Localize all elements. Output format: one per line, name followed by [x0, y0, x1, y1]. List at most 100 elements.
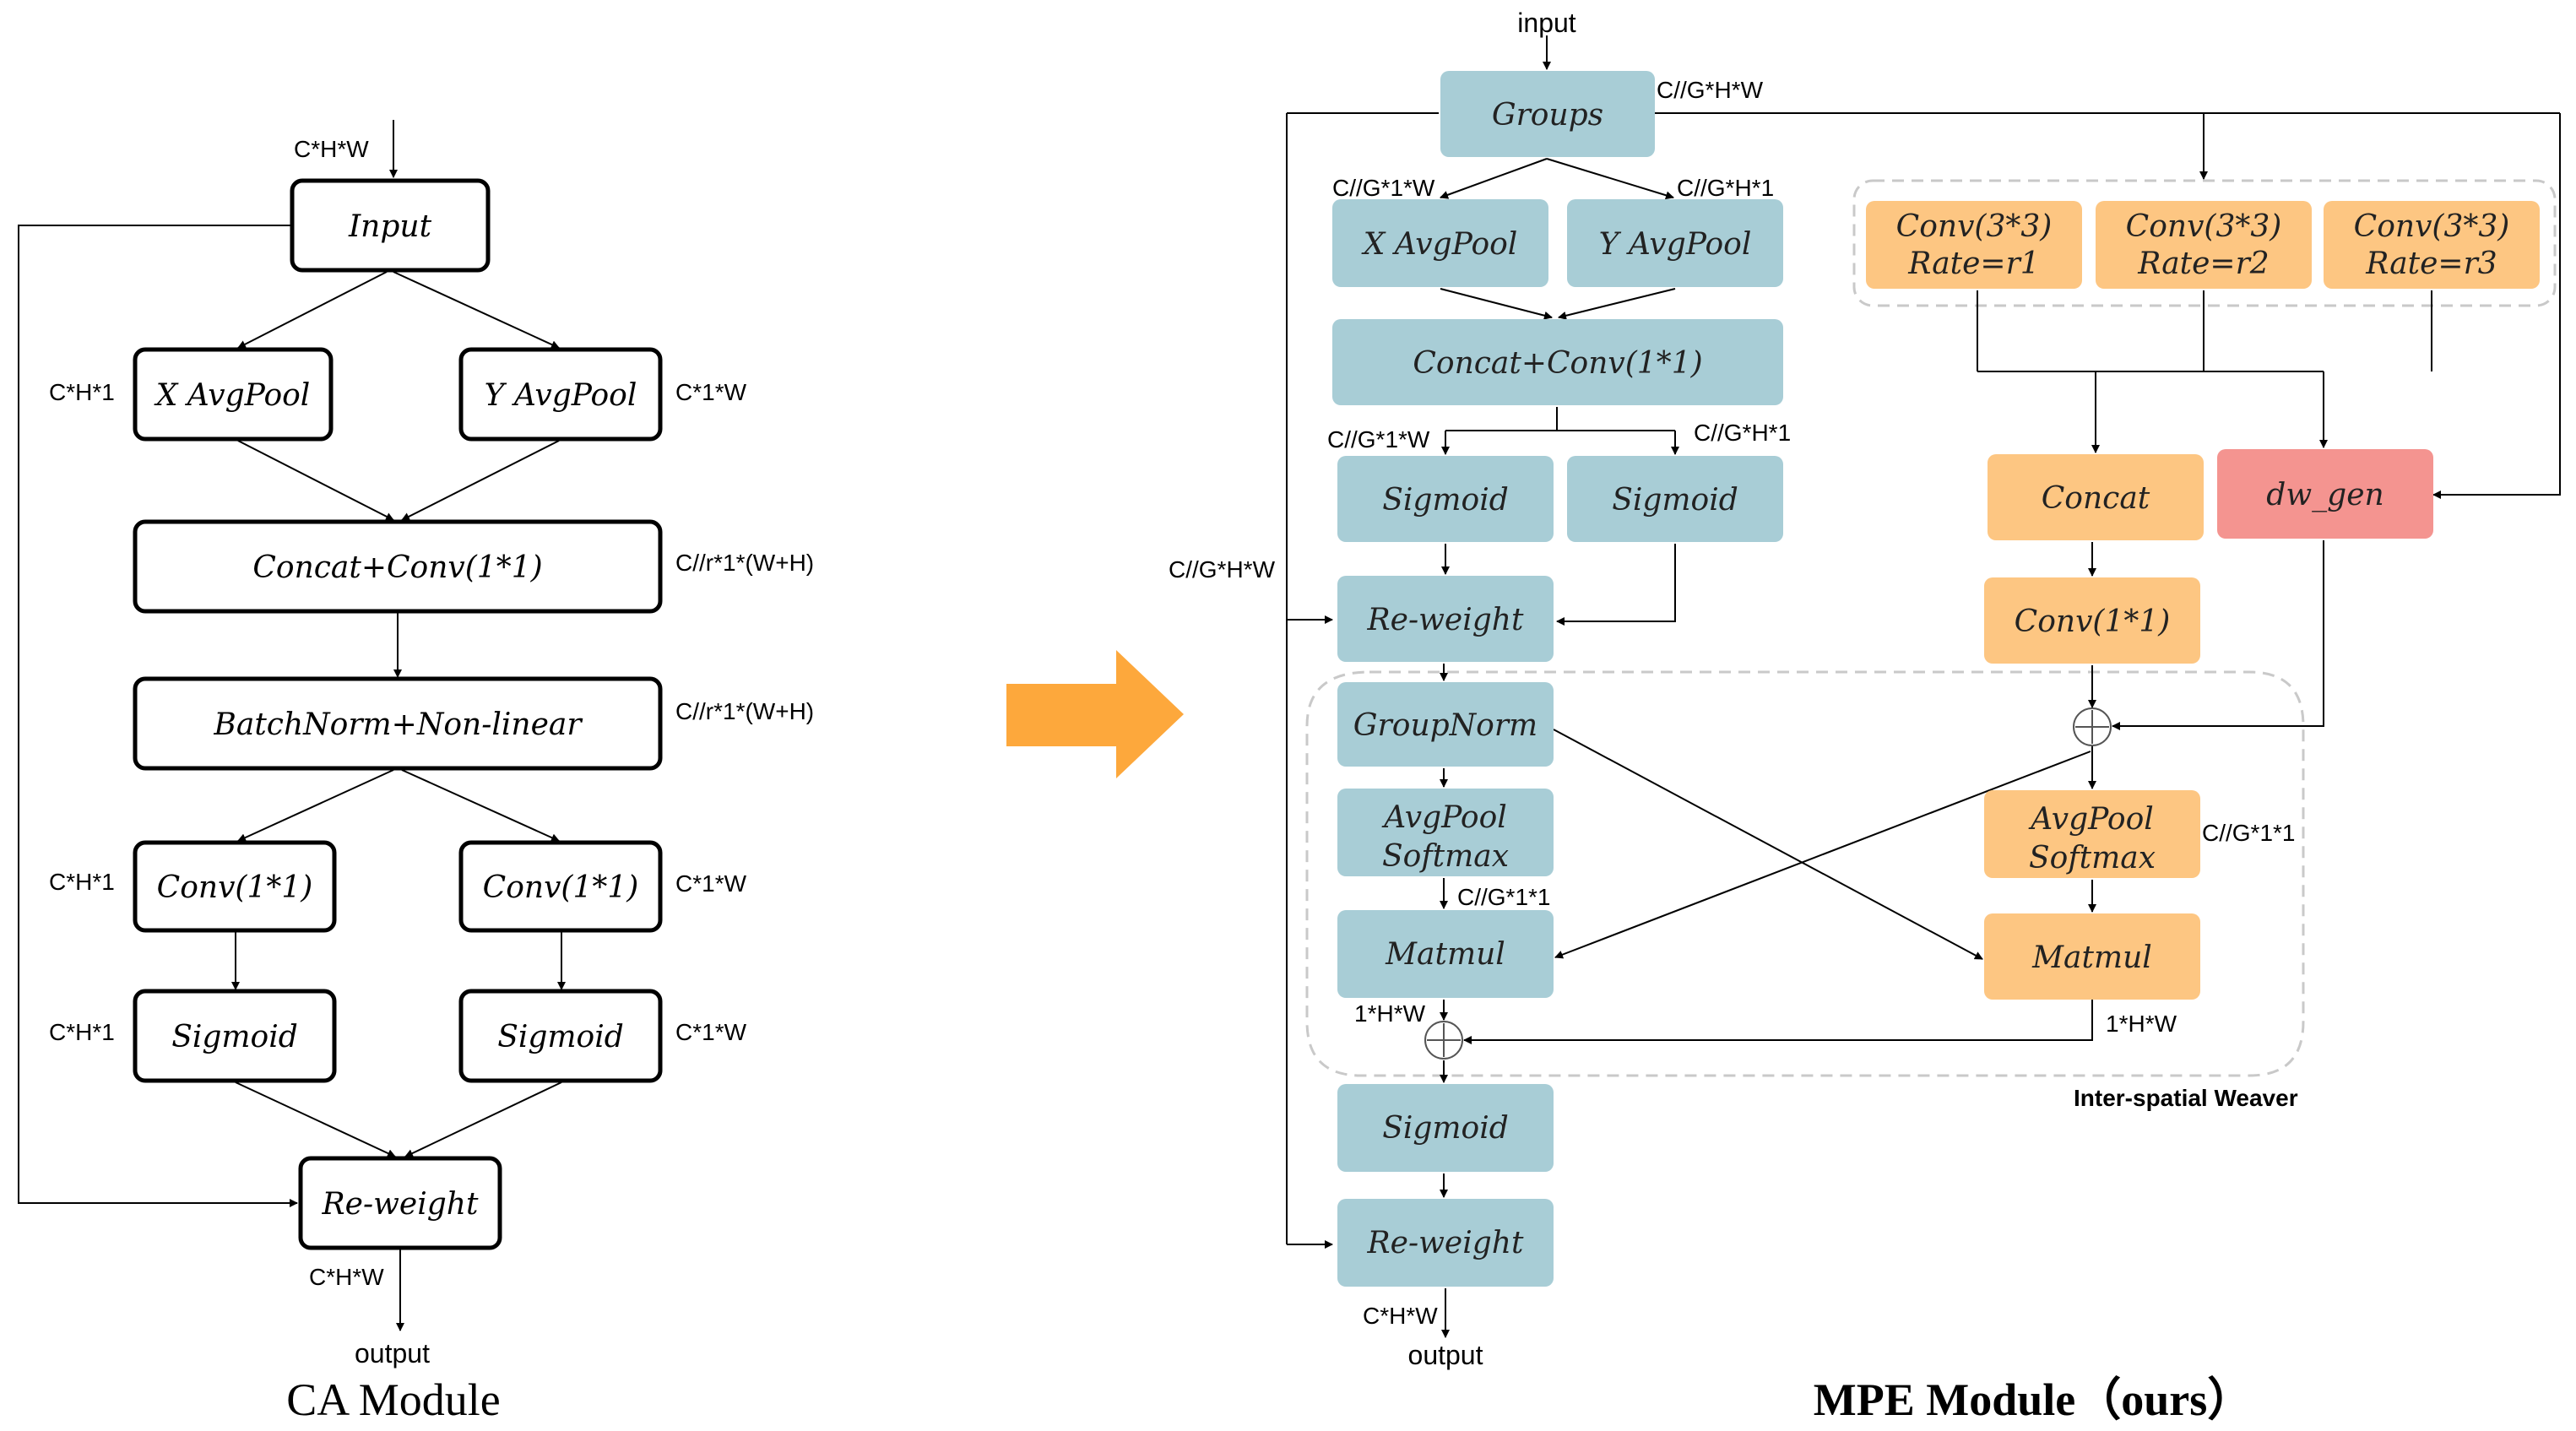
mpe-x-avgpool-box	[1332, 199, 1548, 287]
ca-conv-left-label: Conv(1*1)	[157, 870, 313, 905]
mpe-groups-label: Groups	[1492, 98, 1603, 133]
ca-conv-left-box	[133, 840, 337, 933]
mpe-avgpool-softmax-left-box	[1337, 789, 1554, 876]
ca-dim-sig-right: C*1*W	[675, 1019, 747, 1045]
mpe-dim-output: C*H*W	[1363, 1303, 1438, 1329]
mpe-conv-r1-label-1: Conv(3*3)	[1896, 209, 2053, 244]
mpe-sigmoid-left-box	[1337, 456, 1554, 542]
mpe-dim-gx: C//G*1*W	[1332, 175, 1435, 201]
mpe-dw-gen-box	[2217, 449, 2433, 539]
mpe-conv-r1-label-2: Rate=r1	[1907, 247, 2039, 281]
ca-dimension-labels: C*H*W C*H*1 C*1*W C//r*1*(W+H) C//r*1*(W…	[49, 136, 814, 1369]
ca-dim-x: C*H*1	[49, 379, 115, 405]
mpe-sigmoid-right-label: Sigmoid	[1612, 483, 1738, 518]
ca-input-box	[290, 178, 491, 273]
ca-dim-conv-right: C*1*W	[675, 870, 747, 897]
ca-concat-conv-label: Concat+Conv(1*1)	[252, 550, 542, 585]
ca-sigmoid-right-box	[458, 989, 663, 1083]
mpe-dim-ml: 1*H*W	[1354, 1000, 1426, 1027]
add-circle-icon	[2073, 707, 2112, 746]
mpe-conv-r3-label-1: Conv(3*3)	[2354, 209, 2510, 244]
mpe-avgpool-left-label: AvgPool	[1381, 800, 1507, 835]
mpe-boxes	[1332, 71, 2540, 1287]
mpe-reweight1-label: Re-weight	[1367, 603, 1524, 637]
mpe-dimension-labels: input C//G*H*W C//G*1*W C//G*H*1 C//G*1*…	[1169, 8, 2298, 1370]
mpe-reweight1-box	[1337, 576, 1554, 662]
mpe-matmul-left-box	[1337, 910, 1554, 998]
mpe-matmul-left-label: Matmul	[1385, 937, 1505, 972]
ca-sigmoid-left-box	[133, 989, 337, 1083]
mpe-reweight2-label: Re-weight	[1367, 1226, 1524, 1260]
ca-boxes	[133, 178, 663, 1250]
mpe-concat-label: Concat	[2042, 481, 2150, 516]
mpe-avgpool-softmax-right-box	[1984, 790, 2200, 878]
mpe-sigmoid2-box	[1337, 1084, 1554, 1172]
mpe-sigmoid-right-box	[1567, 456, 1783, 542]
ca-conv-right-label: Conv(1*1)	[483, 870, 639, 905]
ca-batchnorm-label: BatchNorm+Non-linear	[213, 707, 583, 742]
mpe-avgpool-right-label: AvgPool	[2028, 802, 2154, 837]
mpe-conv-r3-label-2: Rate=r3	[2365, 247, 2497, 281]
add-circle-icon	[1424, 1021, 1463, 1060]
ca-output-label: output	[355, 1338, 430, 1369]
mpe-weaver-label: Inter-spatial Weaver	[2074, 1085, 2298, 1111]
ca-dim-conv-left: C*H*1	[49, 869, 115, 895]
mpe-groups-box	[1440, 71, 1655, 157]
mpe-conv-r1-box	[1866, 201, 2082, 289]
ca-sigmoid-right-label: Sigmoid	[497, 1020, 624, 1054]
mpe-reweight2-box	[1337, 1199, 1554, 1287]
mpe-dim-avl: C//G*1*1	[1457, 884, 1551, 910]
mpe-dim-avr: C//G*1*1	[2202, 820, 2296, 846]
mpe-module-title: MPE Module（ours）	[1814, 1374, 2253, 1425]
ca-y-avgpool-label: Y AvgPool	[485, 378, 637, 413]
mpe-groupnorm-box	[1337, 682, 1554, 767]
ca-sigmoid-left-label: Sigmoid	[171, 1020, 298, 1054]
ca-dim-output: C*H*W	[309, 1264, 384, 1290]
ca-module	[18, 120, 566, 1331]
inter-spatial-weaver-region	[1305, 670, 2305, 1077]
mpe-box-labels: Groups X AvgPool Y AvgPool Concat+Conv(1…	[1353, 98, 2510, 1260]
ca-dim-input: C*H*W	[294, 136, 369, 162]
mpe-conv11-box	[1984, 577, 2200, 664]
ca-batchnorm-box	[133, 676, 663, 771]
ca-dim-concat: C//r*1*(W+H)	[675, 550, 814, 576]
ca-dim-bn: C//r*1*(W+H)	[675, 698, 814, 724]
ca-input-label: Input	[348, 209, 432, 244]
ca-module-title: CA Module	[286, 1374, 501, 1425]
mpe-dim-sy: C//G*H*1	[1694, 420, 1791, 446]
mpe-concat-box	[1988, 454, 2204, 540]
mpe-matmul-right-label: Matmul	[2031, 940, 2152, 975]
transition-arrow-icon	[1006, 650, 1184, 778]
mpe-conv-r2-box	[2096, 201, 2312, 289]
mpe-y-avgpool-box	[1567, 199, 1783, 287]
ca-x-avgpool-box	[133, 347, 334, 442]
dilated-conv-group	[1852, 179, 2557, 307]
ca-box-labels: Input X AvgPool Y AvgPool Concat+Conv(1*…	[154, 209, 639, 1222]
ca-conv-right-box	[458, 840, 663, 933]
mpe-conv-r2-label-2: Rate=r2	[2137, 247, 2269, 281]
mpe-softmax-left-label: Softmax	[1382, 839, 1509, 874]
ca-reweight-box	[298, 1156, 502, 1250]
mpe-input-label: input	[1517, 8, 1576, 38]
mpe-dim-sx: C//G*1*W	[1327, 426, 1430, 453]
mpe-concat-conv-label: Concat+Conv(1*1)	[1413, 346, 1702, 381]
mpe-concat-conv-box	[1332, 319, 1783, 405]
mpe-conv11-label: Conv(1*1)	[2015, 604, 2171, 639]
mpe-x-avgpool-label: X AvgPool	[1361, 227, 1518, 262]
ca-dim-sig-left: C*H*1	[49, 1019, 115, 1045]
mpe-softmax-right-label: Softmax	[2029, 841, 2156, 875]
ca-x-avgpool-label: X AvgPool	[154, 378, 311, 413]
mpe-matmul-right-box	[1984, 913, 2200, 1000]
mpe-conv-r2-label-1: Conv(3*3)	[2126, 209, 2282, 244]
ca-dim-y: C*1*W	[675, 379, 747, 405]
mpe-conv-r3-box	[2324, 201, 2540, 289]
mpe-sigmoid2-label: Sigmoid	[1382, 1111, 1509, 1146]
mpe-sigmoid-left-label: Sigmoid	[1382, 483, 1509, 518]
mpe-groupnorm-label: GroupNorm	[1353, 708, 1537, 743]
mpe-dim-mr: 1*H*W	[2106, 1011, 2177, 1037]
mpe-dim-side: C//G*H*W	[1169, 556, 1276, 583]
mpe-dim-gy: C//G*H*1	[1677, 175, 1774, 201]
mpe-output-label: output	[1408, 1340, 1483, 1370]
